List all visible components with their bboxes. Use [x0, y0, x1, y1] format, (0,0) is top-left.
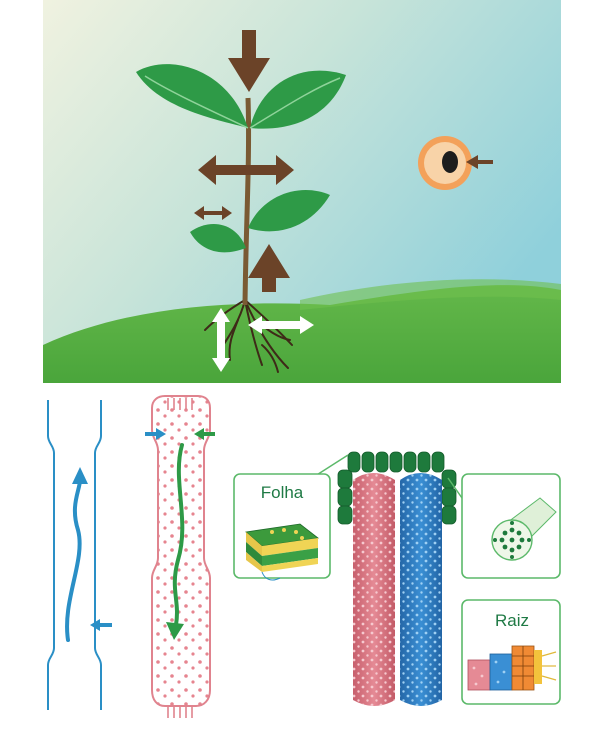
xylem-flow-arrow — [65, 478, 82, 642]
arrow-left-green-icon — [194, 428, 215, 440]
root-label: Raiz — [495, 611, 529, 630]
leaf-label: Folha — [261, 483, 304, 502]
arrow-up-blue-icon — [72, 467, 88, 484]
plant — [136, 64, 346, 373]
grass-hill — [43, 285, 561, 383]
phloem-tube — [145, 395, 215, 718]
pressure-arrows — [194, 30, 294, 292]
arrow-horizontal-small-icon — [194, 206, 232, 220]
arrow-up-icon — [248, 244, 290, 292]
arrow-right-blue-icon — [145, 428, 166, 440]
bundle-sheath — [337, 451, 457, 525]
xylem-right-wall — [94, 400, 102, 710]
vascular-bundle — [311, 451, 463, 706]
phloem-flow-arrow — [172, 443, 185, 627]
arrow-left-blue-icon — [90, 619, 112, 631]
stem-callout — [461, 473, 561, 579]
root-arrows — [212, 308, 314, 372]
arrow-down-icon — [228, 30, 270, 92]
leaf-right — [248, 190, 330, 232]
stem — [242, 97, 252, 306]
stem-cross-section — [418, 136, 493, 190]
stem-cylinder-icon — [491, 497, 557, 561]
leaf-left — [190, 224, 246, 253]
grass-hill-back — [300, 279, 561, 310]
root-callout: Raiz — [461, 599, 561, 705]
arrow-left-icon — [466, 155, 493, 169]
leaf-tissue-icon — [245, 523, 319, 581]
leaf-top-left — [136, 64, 248, 128]
xylem-vessel — [47, 400, 112, 710]
arrow-horizontal-white-icon — [248, 316, 314, 334]
connector-stem — [447, 477, 463, 499]
leaf-callout: Folha — [233, 473, 331, 581]
xylem-left-wall — [47, 400, 55, 710]
root-tissue-icon — [467, 645, 557, 691]
arrow-down-green-icon — [166, 622, 184, 640]
arrow-horizontal-icon — [198, 155, 294, 185]
arrow-vertical-white-icon — [212, 308, 230, 372]
